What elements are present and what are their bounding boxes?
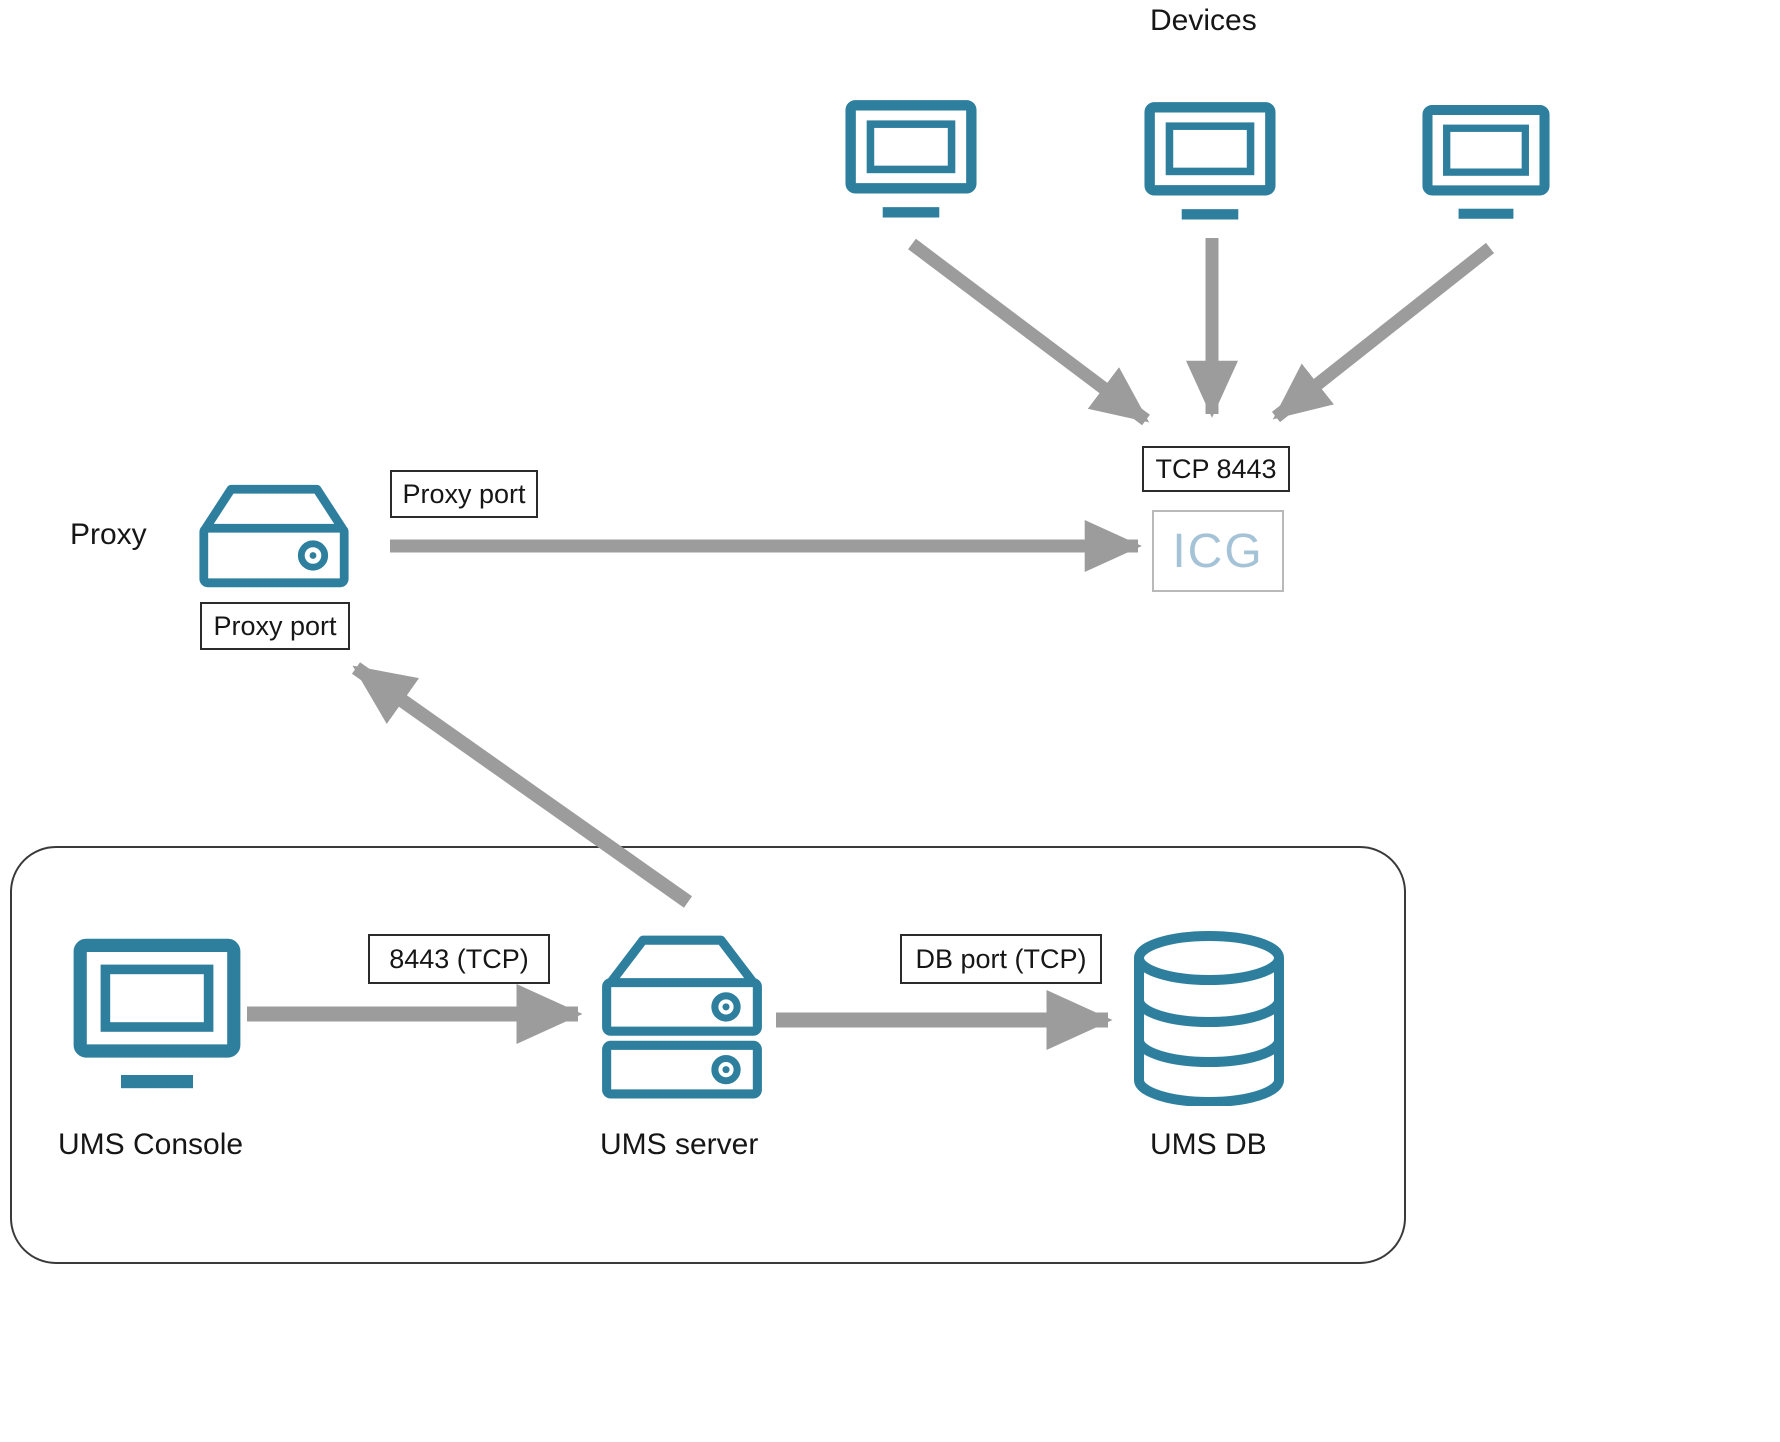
device-monitor-icon-1	[845, 100, 977, 218]
icg-label: ICG	[1172, 524, 1264, 578]
ums-console-monitor-icon	[73, 938, 241, 1089]
device-monitor-icon-2	[1144, 102, 1276, 220]
arrow-device1-to-icg	[908, 238, 1150, 426]
db-arrow-label: DB port (TCP)	[915, 943, 1087, 974]
icg-node: ICG	[1152, 510, 1284, 592]
device-monitor-icon-3	[1422, 104, 1550, 219]
ums-console-label: UMS Console	[58, 1128, 244, 1161]
console-arrow-label-box: 8443 (TCP)	[368, 934, 550, 984]
ums-group-box	[10, 846, 1406, 1264]
db-arrow-label-box: DB port (TCP)	[900, 934, 1102, 984]
tcp-8443-label-box: TCP 8443	[1142, 446, 1290, 492]
tcp-8443-label: TCP 8443	[1155, 453, 1277, 484]
proxy-port-lower-label: Proxy port	[213, 610, 337, 641]
ums-server-icon	[602, 935, 762, 1099]
arrow-device3-to-icg	[1271, 242, 1495, 423]
proxy-port-upper-label: Proxy port	[402, 478, 526, 509]
proxy-server-icon	[199, 484, 349, 588]
proxy-port-upper-label-box: Proxy port	[390, 470, 538, 518]
ums-db-label: UMS DB	[1150, 1128, 1267, 1161]
ums-server-label: UMS server	[600, 1128, 759, 1161]
ums-db-database-icon	[1134, 931, 1284, 1106]
proxy-label: Proxy	[70, 518, 147, 551]
console-arrow-label: 8443 (TCP)	[389, 943, 529, 974]
proxy-port-lower-label-box: Proxy port	[200, 602, 350, 650]
devices-label: Devices	[1150, 4, 1257, 37]
